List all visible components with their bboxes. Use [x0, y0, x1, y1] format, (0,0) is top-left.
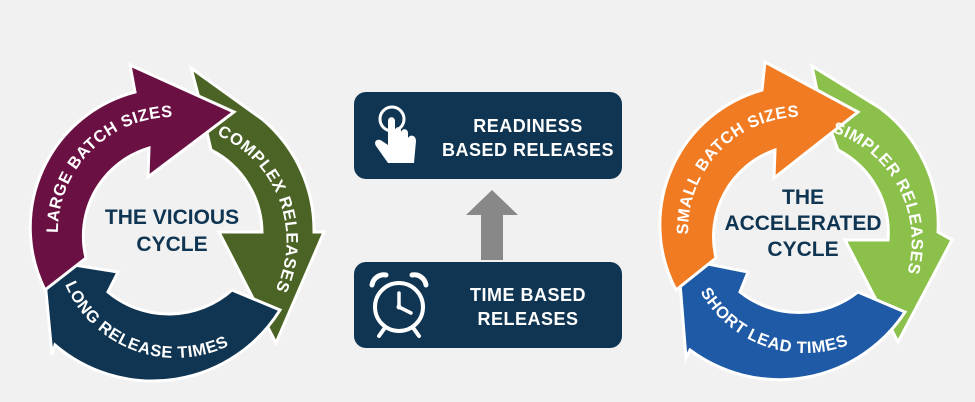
- complex-releases-arrow: [188, 64, 327, 347]
- accelerated-cycle-title-line1: THE: [782, 186, 824, 209]
- readiness-based-releases-box: READINESS BASED RELEASES: [354, 92, 622, 179]
- arrow-up-icon: [466, 190, 518, 260]
- short-lead-times-arrow: [676, 256, 908, 382]
- accelerated-cycle-title-line2: ACCELERATED: [724, 212, 881, 235]
- small-batch-sizes-arrow: [658, 59, 861, 293]
- accelerated-cycle: SMALL BATCH SIZES SIMPLER RELEASES SHORT…: [658, 59, 955, 382]
- time-based-line1: TIME BASED: [469, 285, 586, 305]
- time-based-releases-box: TIME BASED RELEASES: [354, 262, 622, 348]
- large-batch-sizes-arrow: [28, 62, 237, 293]
- simpler-releases-arrow: [809, 62, 955, 346]
- readiness-line1: READINESS: [473, 116, 583, 136]
- alarm-clock-icon: [369, 272, 429, 338]
- vicious-cycle: LARGE BATCH SIZES COMPLEX RELEASES LONG …: [28, 62, 327, 383]
- time-based-line2: RELEASES: [477, 309, 579, 329]
- vicious-cycle-title-line2: CYCLE: [136, 233, 207, 256]
- hand-pointer-icon: [375, 105, 416, 163]
- accelerated-cycle-title-line3: CYCLE: [767, 238, 838, 261]
- vicious-cycle-title-line1: THE VICIOUS: [105, 206, 239, 229]
- readiness-line2: BASED RELEASES: [441, 140, 615, 160]
- long-release-times-arrow: [41, 258, 283, 383]
